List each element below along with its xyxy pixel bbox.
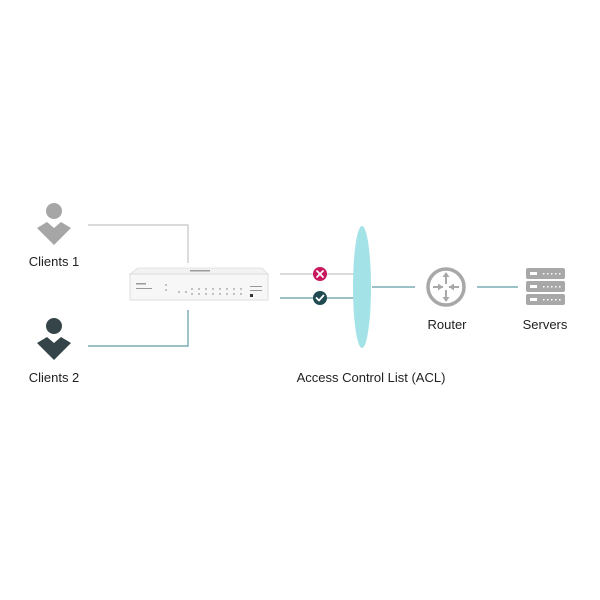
- client2-user-icon: [37, 318, 71, 360]
- servers-icon: [526, 268, 565, 305]
- router-icon: [426, 267, 466, 307]
- client1-label: Clients 1: [28, 254, 80, 269]
- client1-link: [88, 224, 189, 263]
- check-circle-icon: [313, 291, 327, 305]
- x-circle-icon: [313, 267, 327, 281]
- client2-link: [88, 310, 189, 347]
- client1-user-icon: [37, 203, 71, 245]
- switch-device-icon: [128, 267, 269, 301]
- servers-label: Servers: [522, 317, 568, 332]
- router-label: Router: [427, 317, 467, 332]
- acl-label: Access Control List (ACL): [296, 370, 446, 385]
- acl-filter-shape: [353, 226, 371, 348]
- client2-label: Clients 2: [28, 370, 80, 385]
